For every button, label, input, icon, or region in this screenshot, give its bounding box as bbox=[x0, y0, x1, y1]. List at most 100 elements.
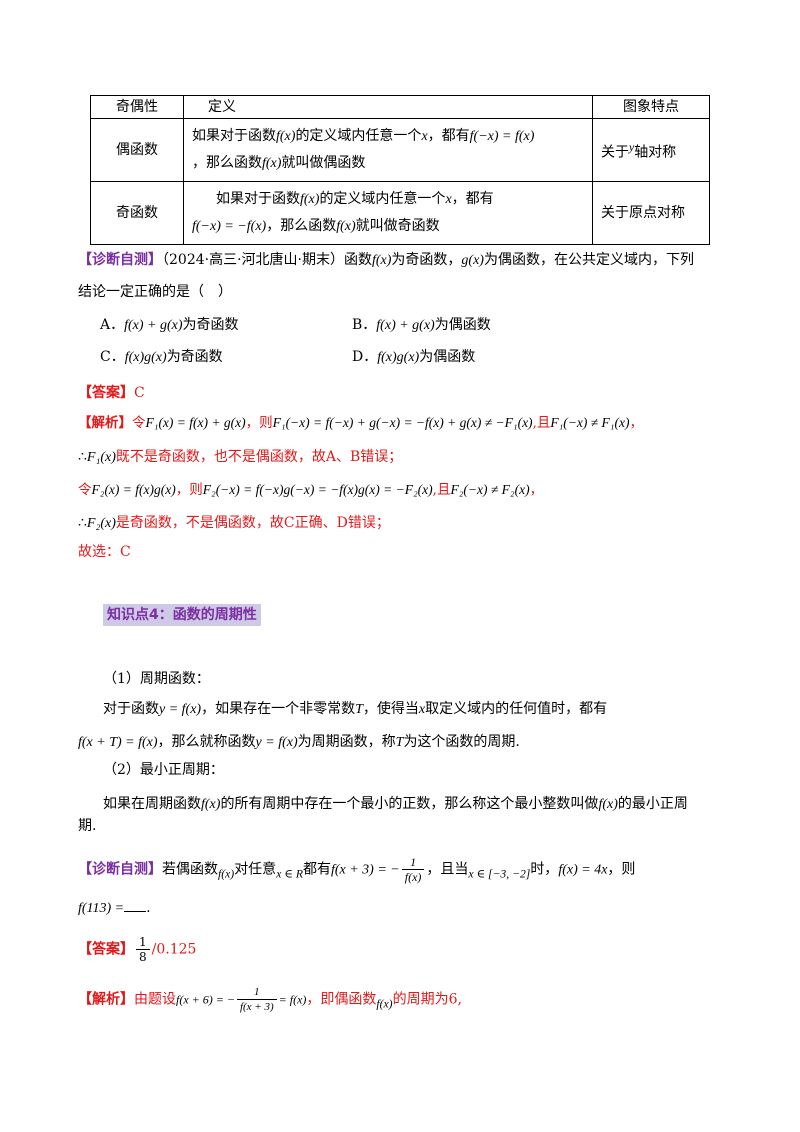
section-title-text: 知识点4：函数的周期性 bbox=[107, 607, 257, 623]
a3-expr3: F₂(−x) ≠ F₂(x) bbox=[450, 482, 530, 497]
table-header-row: 奇偶性 定义 图象特点 bbox=[90, 95, 710, 119]
odd-def-text-d: ，那么函数 bbox=[266, 218, 337, 234]
q2-frac-num: 1 bbox=[401, 855, 425, 870]
a1-expr2: F₁(−x) = f(−x) + g(−x) = −f(x) + g(x) ≠ … bbox=[272, 415, 533, 430]
p1-T: T bbox=[355, 702, 363, 717]
period-heading-2: （2）最小正周期： bbox=[103, 759, 224, 781]
odd-definition: 如果对于函数f(x)的定义域内任意一个x，都有 f(−x) = −f(x)，那么… bbox=[183, 181, 593, 245]
odd-def-fx2: f(x) bbox=[336, 219, 356, 234]
q2-s3: 都有 bbox=[302, 861, 331, 878]
p1-c: ，使得当 bbox=[362, 701, 419, 717]
q1-analysis-line2: ∴F₁(x)既不是奇函数，也不是偶函数，故A、B错误； bbox=[78, 446, 402, 469]
q2-frac-den: f(x) bbox=[404, 870, 422, 884]
q2-ans-num: 1 bbox=[136, 935, 150, 950]
even-def-x: x bbox=[421, 129, 428, 144]
option-b-text: 为偶函数 bbox=[434, 317, 491, 333]
q1-final: 故选：C bbox=[78, 544, 131, 560]
q2-fx4: f(x) = 4x bbox=[558, 862, 608, 878]
a2-therefore: ∴ bbox=[78, 449, 87, 465]
a1-end: ， bbox=[629, 415, 643, 431]
odd-def-equation: f(−x) = −f(x) bbox=[192, 219, 267, 234]
even-feature-y: y bbox=[629, 140, 635, 154]
a1-expr3: F₁(−x) ≠ F₁(x) bbox=[550, 415, 630, 430]
q2-a1-end: 的周期为6, bbox=[392, 991, 462, 1008]
p3-expr2: f(x) bbox=[598, 797, 618, 812]
q1-analysis-line3: 令F₂(x) = f(x)g(x)，则F₂(−x) = f(−x)g(−x) =… bbox=[78, 479, 543, 501]
option-a-expr: f(x) + g(x) bbox=[124, 318, 183, 333]
even-feature: 关于y轴对称 bbox=[592, 118, 710, 182]
even-feature-a: 关于 bbox=[601, 144, 629, 161]
q1-stem-line2: 结论一定正确的是（ ） bbox=[78, 281, 232, 303]
header-graph-feature: 图象特点 bbox=[592, 95, 710, 119]
q2-a1-fx: f(x) bbox=[376, 997, 393, 1011]
even-def-fx: f(x) bbox=[276, 129, 296, 144]
even-name: 偶函数 bbox=[90, 118, 184, 182]
table-row-odd: 奇函数 如果对于函数f(x)的定义域内任意一个x，都有 f(−x) = −f(x… bbox=[90, 181, 710, 245]
p2-c: 为这个函数的周期. bbox=[403, 734, 520, 750]
q1-tag: 【诊断自测】 bbox=[78, 252, 162, 268]
a3-pre: 令 bbox=[78, 482, 92, 498]
q2-fx: f(x) bbox=[218, 867, 235, 881]
p1-a: 对于函数 bbox=[103, 701, 159, 717]
option-b-expr: f(x) + g(x) bbox=[376, 318, 435, 333]
q1-option-d[interactable]: D．f(x)g(x)为偶函数 bbox=[352, 346, 475, 369]
a2-expr: F₁(x) bbox=[86, 450, 116, 465]
q2-analysis-tag: 【解析】 bbox=[78, 991, 134, 1008]
q1-analysis-line1: 【解析】令F₁(x) = f(x) + g(x)，则F₁(−x) = f(−x)… bbox=[78, 412, 643, 434]
table-row-even: 偶函数 如果对于函数f(x)的定义域内任意一个x，都有f(−x) = f(x) … bbox=[90, 118, 710, 182]
even-feature-b: 轴对称 bbox=[634, 144, 677, 161]
a4-expr: F₂(x) bbox=[86, 516, 116, 531]
q2-answer-blank[interactable] bbox=[124, 897, 147, 912]
p3-b: 的所有周期中存在一个最小的正数，那么称这个最小整数叫做 bbox=[220, 796, 599, 812]
q2-a1-lhs: f(x + 6) = − bbox=[176, 992, 235, 1007]
odd-def-text-a: 如果对于函数 bbox=[216, 191, 300, 207]
odd-def-text-c: ，都有 bbox=[451, 191, 494, 207]
even-def-text-e: 就叫做偶函数 bbox=[281, 155, 366, 171]
odd-def-text-b: 的定义域内任意一个 bbox=[319, 191, 446, 207]
a3-mid: ，则 bbox=[175, 482, 203, 498]
q1-option-a[interactable]: A．f(x) + g(x)为奇函数 bbox=[100, 314, 239, 337]
header-parity: 奇偶性 bbox=[90, 95, 184, 119]
q2-a1-mid: ，即偶函数 bbox=[306, 991, 377, 1008]
q1-analysis-tag: 【解析】 bbox=[78, 415, 132, 431]
q1-answer: 【答案】C bbox=[78, 382, 145, 404]
q2-s1: 若偶函数 bbox=[162, 861, 218, 878]
option-d-label: D． bbox=[352, 349, 378, 365]
a3-expr: F₂(x) = f(x)g(x) bbox=[91, 482, 176, 497]
q2-eq-lhs: f(x + 3) = − bbox=[330, 862, 400, 878]
q1-stem-line1: 【诊断自测】（2024·高三·河北唐山·期末）函数f(x)为奇函数，g(x)为偶… bbox=[78, 249, 694, 272]
p1-d: 取定义域内的任何值时，都有 bbox=[425, 701, 608, 717]
section-title: 知识点4：函数的周期性 bbox=[103, 604, 261, 626]
option-c-expr: f(x)g(x) bbox=[124, 350, 167, 365]
q2-answer-alt: /0.125 bbox=[151, 941, 197, 958]
p1-b: ，如果存在一个非零常数 bbox=[201, 701, 356, 717]
p2-a: ，那么就称函数 bbox=[157, 734, 256, 750]
a1-pre: 令 bbox=[132, 415, 146, 431]
q1-analysis-line4: ∴F₂(x)是奇函数，不是偶函数，故C正确、D错误； bbox=[78, 512, 390, 535]
q2-ans-den: 8 bbox=[139, 950, 147, 964]
even-def-equation: f(−x) = f(x) bbox=[469, 129, 535, 144]
q2-s4: ，且当 bbox=[426, 861, 469, 878]
q2-a1-rhs: = f(x) bbox=[278, 992, 307, 1007]
p2-expr2: y = f(x) bbox=[255, 735, 298, 750]
parity-definition-table: 奇偶性 定义 图象特点 偶函数 如果对于函数f(x)的定义域内任意一个x，都有f… bbox=[90, 95, 710, 245]
q1-s4: 结论一定正确的是（ ） bbox=[78, 284, 232, 300]
q1-option-c[interactable]: C．f(x)g(x)为奇函数 bbox=[100, 346, 223, 369]
odd-name: 奇函数 bbox=[90, 181, 184, 245]
even-def-text-c: ，都有 bbox=[427, 128, 470, 144]
option-b-label: B． bbox=[352, 317, 377, 333]
even-def-fx2: f(x) bbox=[262, 156, 282, 171]
q1-s1: 函数 bbox=[343, 252, 372, 268]
option-d-text: 为偶函数 bbox=[419, 349, 476, 365]
period-para2-line1: 如果在周期函数f(x)的所有周期中存在一个最小的正数，那么称这个最小整数叫做f(… bbox=[103, 793, 688, 816]
a1-expr: F₁(x) = f(x) + g(x) bbox=[145, 415, 246, 430]
period-para1-line1: 对于函数y = f(x)，如果存在一个非零常数T，使得当x取定义域内的任何值时，… bbox=[103, 698, 607, 721]
period-heading-1: （1）周期函数： bbox=[103, 668, 210, 690]
option-c-text: 为奇函数 bbox=[166, 349, 223, 365]
period-h1: （1）周期函数： bbox=[103, 671, 210, 687]
q1-option-b[interactable]: B．f(x) + g(x)为偶函数 bbox=[352, 314, 491, 337]
p1-expr: y = f(x) bbox=[159, 702, 202, 717]
